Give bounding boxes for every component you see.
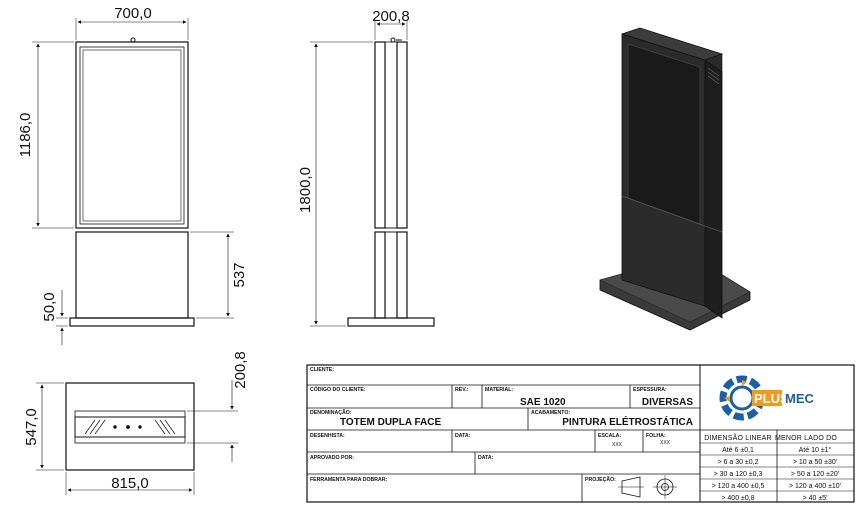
label-data-aprovacao: DATA: [478,455,494,461]
isometric-view [599,27,751,331]
label-espessura: ESPESSURA: [633,387,667,393]
dim-top-total-depth: 200,8 [232,351,249,389]
value-material: SAE 1020 [520,397,566,408]
label-desenhista: DESENHISTA: [310,433,345,439]
dim-side-total-height: 1800,0 [297,167,314,213]
dim-top-depth: 547,0 [23,408,40,446]
tolerance-angular-row: Até 10 ±1° [799,446,832,454]
dim-side-depth: 200,8 [372,8,410,25]
label-cliente: CLIENTE: [310,367,334,373]
tolerance-angular-row: > 40 ±5' [803,495,828,502]
label-folha: FOLHA: [646,433,666,439]
dim-front-lower-height: 537 [231,262,248,287]
label-denominacao: DENOMINAÇÃO: [310,409,352,416]
value-acabamento: PINTURA ELÉTROSTÁTICA [562,415,693,428]
tolerance-angular-row: > 120 a 400 ±10' [789,483,841,490]
company-logo: PLUS MEC [719,375,815,421]
dim-top-width: 815,0 [111,475,149,492]
value-denominacao: TOTEM DUPLA FACE [340,417,441,428]
label-aprovado: APROVADO POR: [310,455,354,461]
dim-front-screen-height: 1186,0 [17,113,34,158]
tolerance-angular-row: > 50 a 120 ±20' [791,471,839,478]
label-rev: REV.: [455,387,469,393]
tolerance-linear-row: > 6 a 30 ±0,2 [717,459,758,466]
side-view [310,20,435,327]
logo-mec-text: MEC [785,391,815,406]
front-view [32,18,234,345]
label-ferramenta: FERRAMENTA PARA DOBRAR: [310,477,387,483]
tolerance-linear-row: > 30 a 120 ±0,3 [714,471,763,478]
tolerance-linear-row: > 120 a 400 ±0,5 [712,483,765,490]
tolerance-linear-header: DIMENSÃO LINEAR [704,433,772,442]
tolerance-angular-row: > 10 a 50 ±30' [793,459,837,466]
tolerance-angular-header: MENOR LADO DO [775,435,837,442]
tolerance-linear-row: > 400 ±0,8 [721,495,754,502]
label-projecao: PROJEÇÃO: [585,476,616,483]
label-escala: ESCALA: [598,433,621,439]
value-escala: XXX [612,442,623,448]
dim-front-width: 700,0 [114,5,152,22]
title-block [306,364,855,503]
value-espessura: DIVERSAS [642,397,693,408]
tolerance-linear-row: Até 6 ±0,1 [722,447,754,454]
label-data: DATA: [455,433,471,439]
value-folha: XXX [660,440,671,446]
label-codigo-cliente: CÓDIGO DO CLIENTE: [310,385,366,393]
dim-front-base-height: 50,0 [41,292,58,321]
label-material: MATERIAL: [485,387,513,393]
top-view [36,380,238,495]
logo-plus-text: PLUS [754,391,789,406]
label-acabamento: ACABAMENTO: [531,410,570,416]
